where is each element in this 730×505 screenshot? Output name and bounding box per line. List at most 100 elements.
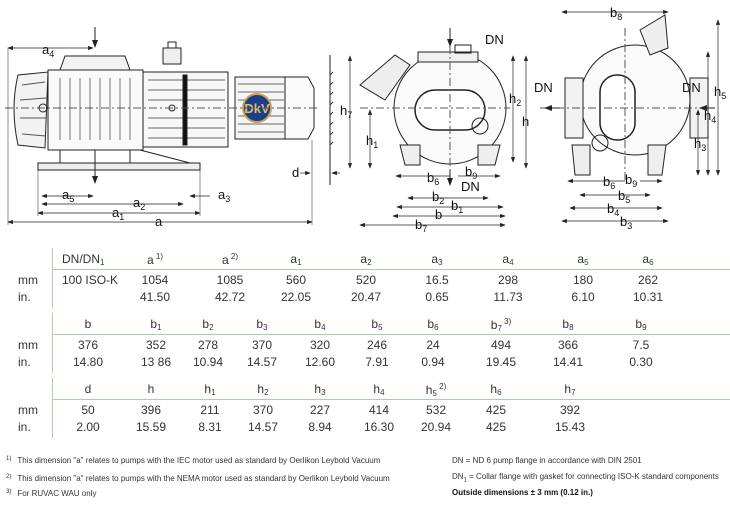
row-unit: in. bbox=[18, 290, 31, 304]
table-cell: 6.10 bbox=[571, 290, 595, 304]
table-cell: 16.30 bbox=[363, 420, 395, 434]
table-header: b4 bbox=[314, 317, 326, 332]
table-header: h1 bbox=[204, 382, 216, 397]
table-header: h2 bbox=[257, 382, 269, 397]
table-divider-horizontal bbox=[52, 334, 730, 335]
dimension-drawing: DkV a4 a5 a2 a3 a1 a d bbox=[5, 5, 726, 234]
table-cell: 42.72 bbox=[214, 290, 246, 304]
footnote-tolerance: Outside dimensions ± 3 mm (0.12 in.) bbox=[452, 488, 593, 497]
svg-text:DN: DN bbox=[682, 80, 701, 95]
table-cell: 10.94 bbox=[192, 355, 224, 369]
svg-text:h4: h4 bbox=[704, 108, 716, 125]
table-cell: 14.80 bbox=[72, 355, 104, 369]
svg-text:b9: b9 bbox=[625, 172, 637, 189]
table-cell: 520 bbox=[355, 273, 377, 287]
svg-text:b2: b2 bbox=[432, 189, 444, 206]
table-cell: 1054 bbox=[141, 273, 169, 287]
table-header: a6 bbox=[642, 252, 654, 267]
svg-text:h5: h5 bbox=[714, 84, 726, 101]
table-cell: 2.00 bbox=[76, 420, 100, 434]
svg-text:b6: b6 bbox=[427, 170, 439, 187]
svg-text:a3: a3 bbox=[218, 187, 230, 204]
svg-text:h: h bbox=[522, 114, 529, 129]
table-cell: 298 bbox=[497, 273, 519, 287]
pump-body bbox=[47, 69, 144, 151]
table-header: h4 bbox=[373, 382, 385, 397]
base-frame bbox=[37, 162, 201, 171]
table-header: d bbox=[84, 382, 92, 396]
table-cell: 370 bbox=[251, 338, 273, 352]
table-cell: 7.91 bbox=[365, 355, 389, 369]
svg-text:a1: a1 bbox=[112, 205, 124, 222]
svg-text:b: b bbox=[435, 207, 442, 222]
footnote-dn: DN = ND 6 pump flange in accordance with… bbox=[452, 456, 642, 465]
svg-text:b3: b3 bbox=[620, 214, 632, 231]
svg-text:b5: b5 bbox=[618, 188, 630, 205]
table-header: b7 3) bbox=[490, 317, 512, 333]
table-cell: 262 bbox=[637, 273, 659, 287]
row-unit: in. bbox=[18, 355, 31, 369]
table-header: b2 bbox=[202, 317, 214, 332]
table-cell: 352 bbox=[145, 338, 167, 352]
svg-text:b7: b7 bbox=[415, 217, 427, 234]
table-cell: 41.50 bbox=[139, 290, 171, 304]
row-unit: mm bbox=[18, 403, 38, 417]
table-cell: 24 bbox=[426, 338, 440, 352]
table-cell: 14.57 bbox=[246, 355, 278, 369]
table-header: a 1) bbox=[146, 252, 164, 267]
table-cell: 425 bbox=[485, 420, 507, 434]
table-header: h6 bbox=[490, 382, 502, 397]
svg-text:b8: b8 bbox=[610, 5, 622, 22]
table-cell: 414 bbox=[368, 403, 390, 417]
table-cell: 211 bbox=[200, 403, 220, 417]
table-cell: 14.57 bbox=[247, 420, 279, 434]
table-cell: 15.43 bbox=[554, 420, 586, 434]
table-cell: 366 bbox=[557, 338, 579, 352]
svg-text:a5: a5 bbox=[62, 187, 74, 204]
table-cell: 1085 bbox=[216, 273, 244, 287]
svg-text:DN: DN bbox=[534, 80, 553, 95]
table-cell: 532 bbox=[425, 403, 447, 417]
table-cell: 425 bbox=[485, 403, 507, 417]
table-header: b6 bbox=[427, 317, 439, 332]
table-header: h3 bbox=[314, 382, 326, 397]
table-cell: 16.5 bbox=[425, 273, 449, 287]
svg-text:h1: h1 bbox=[366, 133, 378, 150]
table-header: a5 bbox=[577, 252, 589, 267]
svg-text:d: d bbox=[292, 165, 299, 180]
table-cell: 0.65 bbox=[425, 290, 449, 304]
table-header: b9 bbox=[635, 317, 647, 332]
table-header: h5 2) bbox=[425, 382, 447, 398]
table-cell: 50 bbox=[81, 403, 95, 417]
svg-text:DN: DN bbox=[485, 32, 504, 47]
table-cell: 227 bbox=[309, 403, 331, 417]
table-header: b bbox=[84, 317, 92, 331]
table-cell: 22.05 bbox=[280, 290, 312, 304]
table-header: b5 bbox=[371, 317, 383, 332]
row-unit: mm bbox=[18, 338, 38, 352]
svg-text:b1: b1 bbox=[451, 198, 463, 215]
table-divider-vertical bbox=[52, 248, 53, 308]
table-cell: 560 bbox=[285, 273, 307, 287]
table-divider-vertical bbox=[52, 313, 53, 373]
table-header: b1 bbox=[150, 317, 162, 332]
table-header: a3 bbox=[431, 252, 443, 267]
table-cell: 320 bbox=[309, 338, 331, 352]
svg-text:b6: b6 bbox=[603, 174, 615, 191]
footnote-dn1: DN1 = Collar flange with gasket for conn… bbox=[452, 472, 719, 484]
svg-text:a2: a2 bbox=[133, 195, 145, 212]
table-cell: 0.30 bbox=[629, 355, 653, 369]
table-cell: 15.59 bbox=[135, 420, 167, 434]
end-view bbox=[540, 9, 721, 224]
footnote-1: 1)This dimension "a" relates to pumps wi… bbox=[6, 456, 381, 465]
table-header: h bbox=[147, 382, 155, 396]
table-cell: 396 bbox=[140, 403, 162, 417]
table-cell: 11.73 bbox=[493, 290, 523, 304]
table-cell: 10.31 bbox=[632, 290, 664, 304]
table-header: a4 bbox=[502, 252, 514, 267]
table-header: h7 bbox=[564, 382, 576, 397]
svg-text:DN: DN bbox=[461, 179, 480, 194]
table-header: DN/DN1 bbox=[62, 252, 105, 267]
